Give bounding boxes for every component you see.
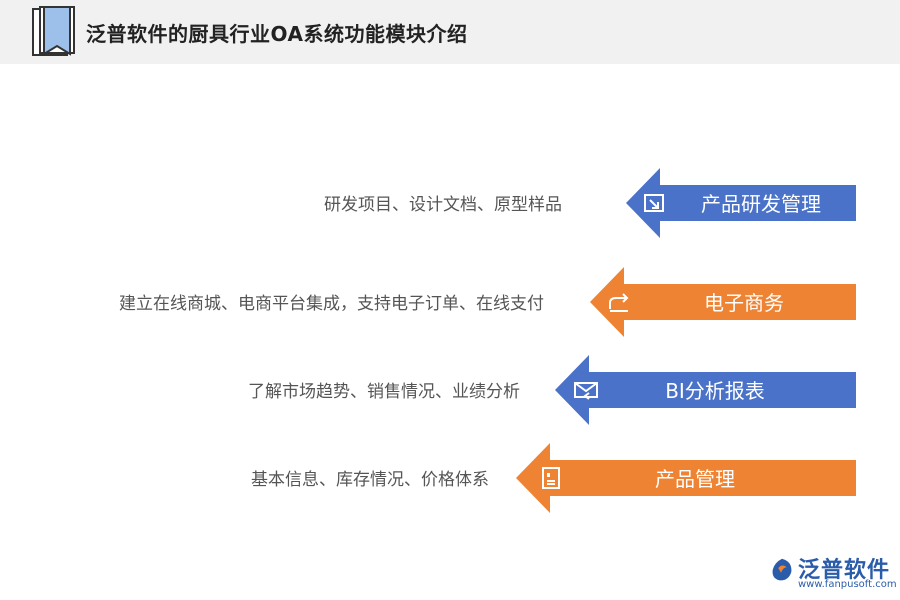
- module-label: BI分析报表: [665, 379, 765, 403]
- module-row-ecommerce: 建立在线商城、电商平台集成，支持电子订单、在线支付 电子商务: [0, 267, 900, 337]
- company-logo: 泛普软件 www.fanpusoft.com: [768, 550, 898, 596]
- page-title: 泛普软件的厨具行业OA系统功能模块介绍: [86, 22, 468, 46]
- module-label: 产品管理: [655, 467, 735, 491]
- document-icon: [542, 467, 560, 489]
- module-description: 研发项目、设计文档、原型样品: [324, 195, 562, 215]
- module-row-product: 基本信息、库存情况、价格体系 产品管理: [0, 443, 900, 513]
- module-description: 建立在线商城、电商平台集成，支持电子订单、在线支付: [119, 294, 544, 314]
- header-bar: 泛普软件的厨具行业OA系统功能模块介绍: [0, 0, 900, 64]
- module-arrow: 产品研发管理: [626, 168, 856, 238]
- module-label: 产品研发管理: [701, 192, 821, 216]
- module-arrow: 产品管理: [516, 443, 856, 513]
- logo-name: 泛普软件: [798, 558, 891, 583]
- module-row-bi: 了解市场趋势、销售情况、业绩分析 BI分析报表: [0, 355, 900, 425]
- share-icon: [609, 293, 629, 312]
- module-arrow: BI分析报表: [555, 355, 856, 425]
- mail-reply-icon: [574, 382, 598, 400]
- module-description: 基本信息、库存情况、价格体系: [251, 470, 489, 490]
- module-arrow: 电子商务: [590, 267, 856, 337]
- module-description: 了解市场趋势、销售情况、业绩分析: [248, 382, 520, 402]
- bookmark-icon: [32, 6, 75, 56]
- export-icon: [644, 194, 664, 212]
- module-label: 电子商务: [704, 291, 784, 315]
- module-row-rd: 研发项目、设计文档、原型样品 产品研发管理: [0, 168, 900, 238]
- logo-url: www.fanpusoft.com: [798, 579, 897, 590]
- logo-mark-icon: [772, 558, 792, 581]
